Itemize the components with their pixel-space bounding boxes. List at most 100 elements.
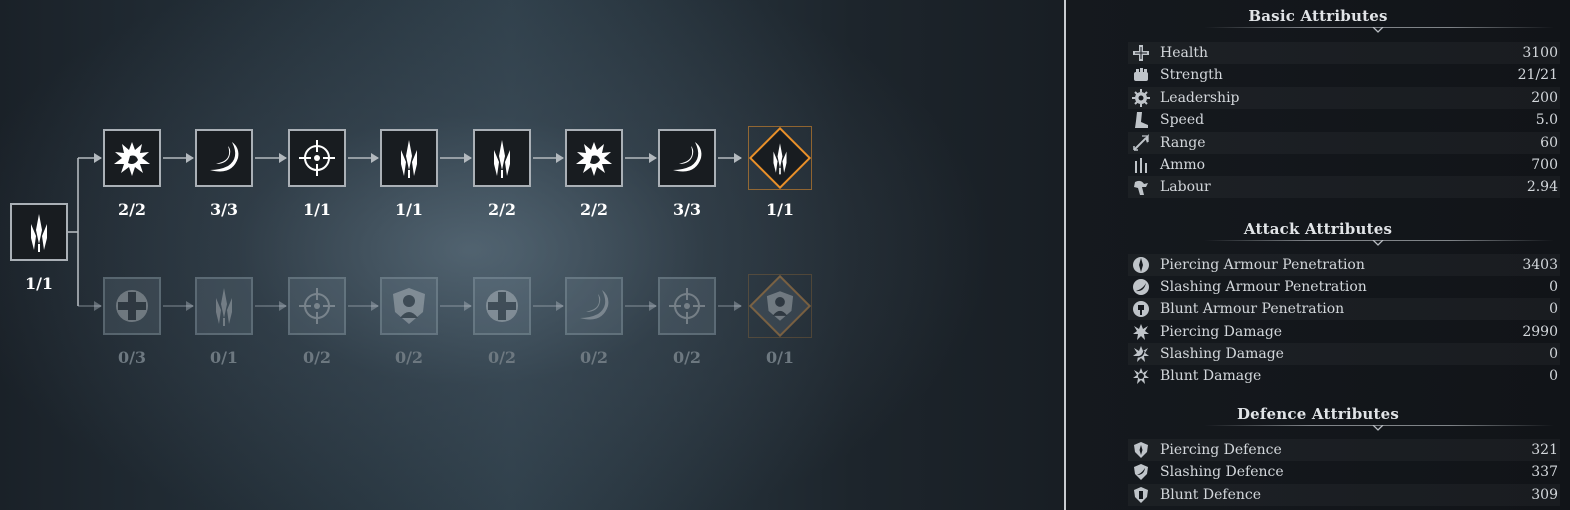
- piercing-spear-icon: [31, 214, 47, 252]
- attribute-value: 0: [1549, 279, 1558, 296]
- connector-arrow-icon: [464, 301, 472, 311]
- skill-node-upper-4[interactable]: [380, 129, 438, 187]
- skill-node-upper-8[interactable]: [748, 126, 812, 190]
- attribute-label: Blunt Armour Penetration: [1160, 301, 1345, 318]
- connector-arrow-icon: [371, 153, 379, 163]
- skill-node-lower-1[interactable]: [103, 277, 161, 335]
- skill-node-lower-6-count: 0/2: [579, 348, 609, 367]
- skill-node-upper-1-count: 2/2: [117, 200, 147, 219]
- connector-arrow-icon: [556, 153, 564, 163]
- attribute-value: 309: [1531, 486, 1558, 503]
- crescent-slash-icon: [673, 142, 702, 172]
- crosshair-target-icon: [669, 288, 705, 324]
- attribute-value: 21/21: [1517, 67, 1558, 84]
- piercing-spear-icon: [773, 143, 787, 175]
- attack-title-chevron-icon: [1372, 240, 1384, 246]
- connector-arrow-icon: [734, 301, 742, 311]
- attribute-label: Ammo: [1160, 157, 1206, 173]
- crescent-slash-icon: [580, 290, 609, 320]
- attribute-value: 2990: [1522, 323, 1558, 340]
- connector-arrow-icon: [556, 301, 564, 311]
- attribute-label: Piercing Armour Penetration: [1160, 257, 1365, 273]
- attribute-row-piercing-armour-penetration: Piercing Armour Penetration 3403: [1128, 254, 1560, 276]
- attribute-label: Slashing Damage: [1160, 345, 1284, 362]
- skill-node-lower-3[interactable]: [288, 277, 346, 335]
- attribute-value: 5.0: [1535, 112, 1558, 129]
- attack-attributes-title: Attack Attributes: [1243, 220, 1393, 238]
- skill-node-lower-6[interactable]: [565, 277, 623, 335]
- armored-soldier-icon: [766, 291, 794, 321]
- piercing-defence-icon: [1130, 439, 1152, 461]
- piercing-penetration-icon: [1130, 254, 1152, 276]
- skill-node-upper-1[interactable]: [103, 129, 161, 187]
- skill-node-lower-1-count: 0/3: [117, 348, 147, 367]
- skill-node-lower-4[interactable]: [380, 277, 438, 335]
- connector-arrow-icon: [371, 301, 379, 311]
- attribute-row-strength: Strength 21/21: [1128, 64, 1560, 86]
- piercing-damage-icon: [1130, 321, 1152, 343]
- blunt-penetration-icon: [1130, 298, 1152, 320]
- attribute-label: Strength: [1160, 67, 1223, 84]
- tree-connectors: [68, 153, 742, 311]
- final-node-frame: [748, 126, 812, 190]
- speed-boot-icon: [1130, 109, 1152, 131]
- skill-node-lower-2[interactable]: [195, 277, 253, 335]
- skill-node-lower-5-count: 0/2: [487, 348, 517, 367]
- skill-node-lower-8[interactable]: [748, 274, 812, 338]
- skill-node-upper-3[interactable]: [288, 129, 346, 187]
- slashing-defence-icon: [1130, 461, 1152, 483]
- skill-node-root[interactable]: [10, 203, 68, 261]
- piercing-spear-icon: [401, 140, 417, 178]
- skill-node-lower-5[interactable]: [473, 277, 531, 335]
- skill-node-upper-7[interactable]: [658, 129, 716, 187]
- defence-title-chevron-icon: [1372, 425, 1384, 431]
- attribute-label: Labour: [1160, 179, 1211, 196]
- panel-divider: [1064, 0, 1066, 510]
- skill-node-upper-5-count: 2/2: [487, 200, 517, 219]
- ammo-bars-icon: [1130, 154, 1152, 176]
- labour-worker-icon: [1130, 176, 1152, 198]
- skill-node-root-count: 1/1: [24, 274, 54, 293]
- spiked-burst-icon: [576, 142, 612, 176]
- skill-node-upper-5[interactable]: [473, 129, 531, 187]
- attribute-label: Piercing Damage: [1160, 323, 1283, 340]
- health-cross-icon: [116, 290, 148, 322]
- skill-node-upper-2[interactable]: [195, 129, 253, 187]
- attribute-label: Health: [1160, 45, 1208, 61]
- connector-arrow-icon: [649, 301, 657, 311]
- attribute-value: 0: [1549, 368, 1558, 384]
- attribute-row-speed: Speed 5.0: [1128, 109, 1560, 131]
- attribute-value: 321: [1531, 442, 1558, 458]
- health-cross-icon: [1130, 42, 1152, 64]
- strength-fist-icon: [1130, 64, 1152, 86]
- skill-node-upper-7-count: 3/3: [672, 200, 702, 219]
- skill-node-lower-7[interactable]: [658, 277, 716, 335]
- attribute-label: Slashing Armour Penetration: [1160, 279, 1367, 296]
- blunt-defence-icon: [1130, 484, 1152, 506]
- skill-node-upper-6[interactable]: [565, 129, 623, 187]
- crosshair-target-icon: [299, 140, 335, 176]
- skill-node-lower-2-count: 0/1: [209, 348, 239, 367]
- skill-node-lower-3-count: 0/2: [302, 348, 332, 367]
- skill-node-lower-8-count: 0/1: [765, 348, 795, 367]
- attribute-value: 200: [1531, 89, 1558, 106]
- connector-arrow-icon: [279, 301, 287, 311]
- attribute-label: Blunt Defence: [1160, 486, 1261, 503]
- crosshair-target-icon: [299, 288, 335, 324]
- attribute-value: 3403: [1522, 257, 1558, 273]
- attribute-label: Range: [1160, 134, 1206, 151]
- attribute-label: Speed: [1160, 112, 1205, 129]
- attribute-value: 60: [1540, 134, 1558, 151]
- attribute-row-slashing-armour-penetration: Slashing Armour Penetration 0: [1128, 276, 1560, 298]
- slashing-damage-icon: [1130, 343, 1152, 365]
- spiked-burst-icon: [114, 142, 150, 176]
- connector-arrow-icon: [649, 153, 657, 163]
